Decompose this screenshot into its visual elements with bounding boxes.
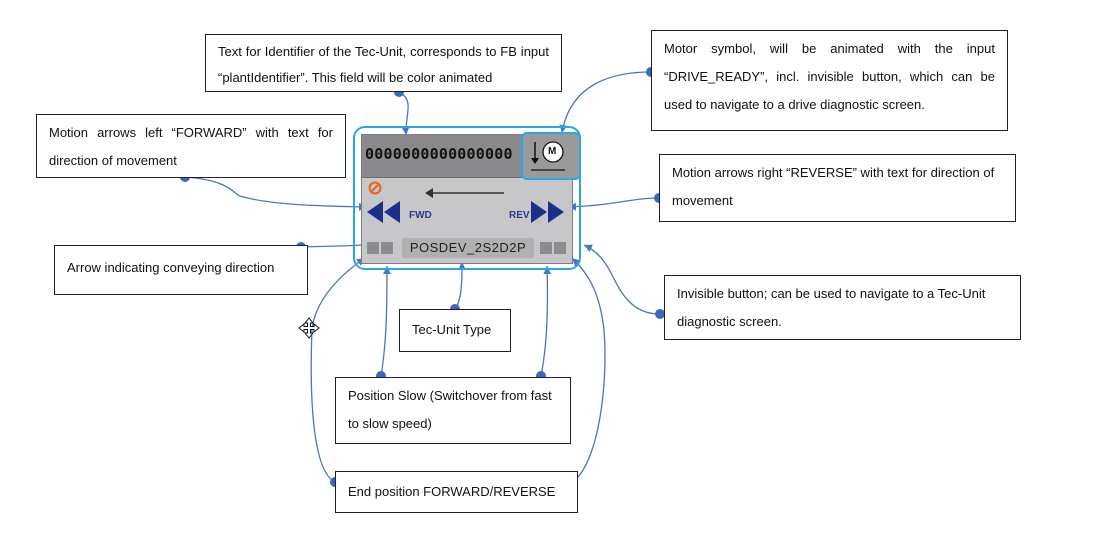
callout-forward-text: Motion arrows left “FORWARD” with text f… <box>49 125 333 168</box>
connector-forward <box>184 176 368 211</box>
connector-pos-slow-right <box>540 265 552 377</box>
invisible-button-frame[interactable] <box>353 126 581 270</box>
callout-reverse-text: Motion arrows right “REVERSE” with text … <box>672 165 995 208</box>
motor-symbol-button[interactable]: M <box>521 132 581 180</box>
connector-pos-slow-left <box>380 265 391 377</box>
callout-position-slow: Position Slow (Switchover from fast to s… <box>335 377 571 444</box>
connector-motor <box>559 71 652 134</box>
callout-invisible-button: Invisible button; can be used to navigat… <box>664 275 1021 340</box>
end-position-reverse-indicator <box>554 242 566 254</box>
callout-end-position-text: End position FORWARD/REVERSE <box>348 484 556 499</box>
fwd-label: FWD <box>409 210 432 221</box>
motor-letter: M <box>548 146 557 157</box>
connector-end-left <box>310 257 366 483</box>
callout-motor: Motor symbol, will be animated with the … <box>651 30 1008 131</box>
callout-tec-type-text: Tec-Unit Type <box>412 322 492 337</box>
rev-label: REV <box>509 210 530 221</box>
callout-tec-type: Tec-Unit Type <box>399 309 511 352</box>
move-cursor-icon <box>298 317 320 339</box>
callout-motor-text: Motor symbol, will be animated with the … <box>664 41 995 112</box>
position-slow-forward-indicator <box>381 242 393 254</box>
callout-reverse: Motion arrows right “REVERSE” with text … <box>659 154 1016 222</box>
callout-conveying: Arrow indicating conveying direction <box>54 245 308 295</box>
connector-reverse <box>567 197 660 211</box>
position-slow-reverse-indicator <box>540 242 552 254</box>
callout-conveying-text: Arrow indicating conveying direction <box>67 260 275 275</box>
tec-unit-faceplate[interactable]: 0000000000000000 FWD REV POSDEV_2S2D2P <box>353 126 583 273</box>
callout-identifier: Text for Identifier of the Tec-Unit, cor… <box>205 34 562 92</box>
callout-position-slow-text: Position Slow (Switchover from fast to s… <box>348 388 552 431</box>
forward-arrows-icon[interactable] <box>366 199 402 225</box>
connector-invisible <box>583 244 661 315</box>
connector-end-right <box>571 257 606 483</box>
end-position-forward-indicator <box>367 242 379 254</box>
callout-invisible-text: Invisible button; can be used to navigat… <box>677 286 986 329</box>
plant-identifier: 0000000000000000 <box>365 145 513 163</box>
callout-identifier-text: Text for Identifier of the Tec-Unit, cor… <box>218 44 549 85</box>
motor-icon <box>531 141 565 171</box>
callout-end-position: End position FORWARD/REVERSE <box>335 471 578 513</box>
blocked-icon <box>368 181 382 195</box>
tec-unit-type: POSDEV_2S2D2P <box>402 238 534 258</box>
callout-forward: Motion arrows left “FORWARD” with text f… <box>36 114 346 178</box>
reverse-arrows-icon[interactable] <box>530 199 566 225</box>
conveying-direction-arrow <box>425 188 504 198</box>
